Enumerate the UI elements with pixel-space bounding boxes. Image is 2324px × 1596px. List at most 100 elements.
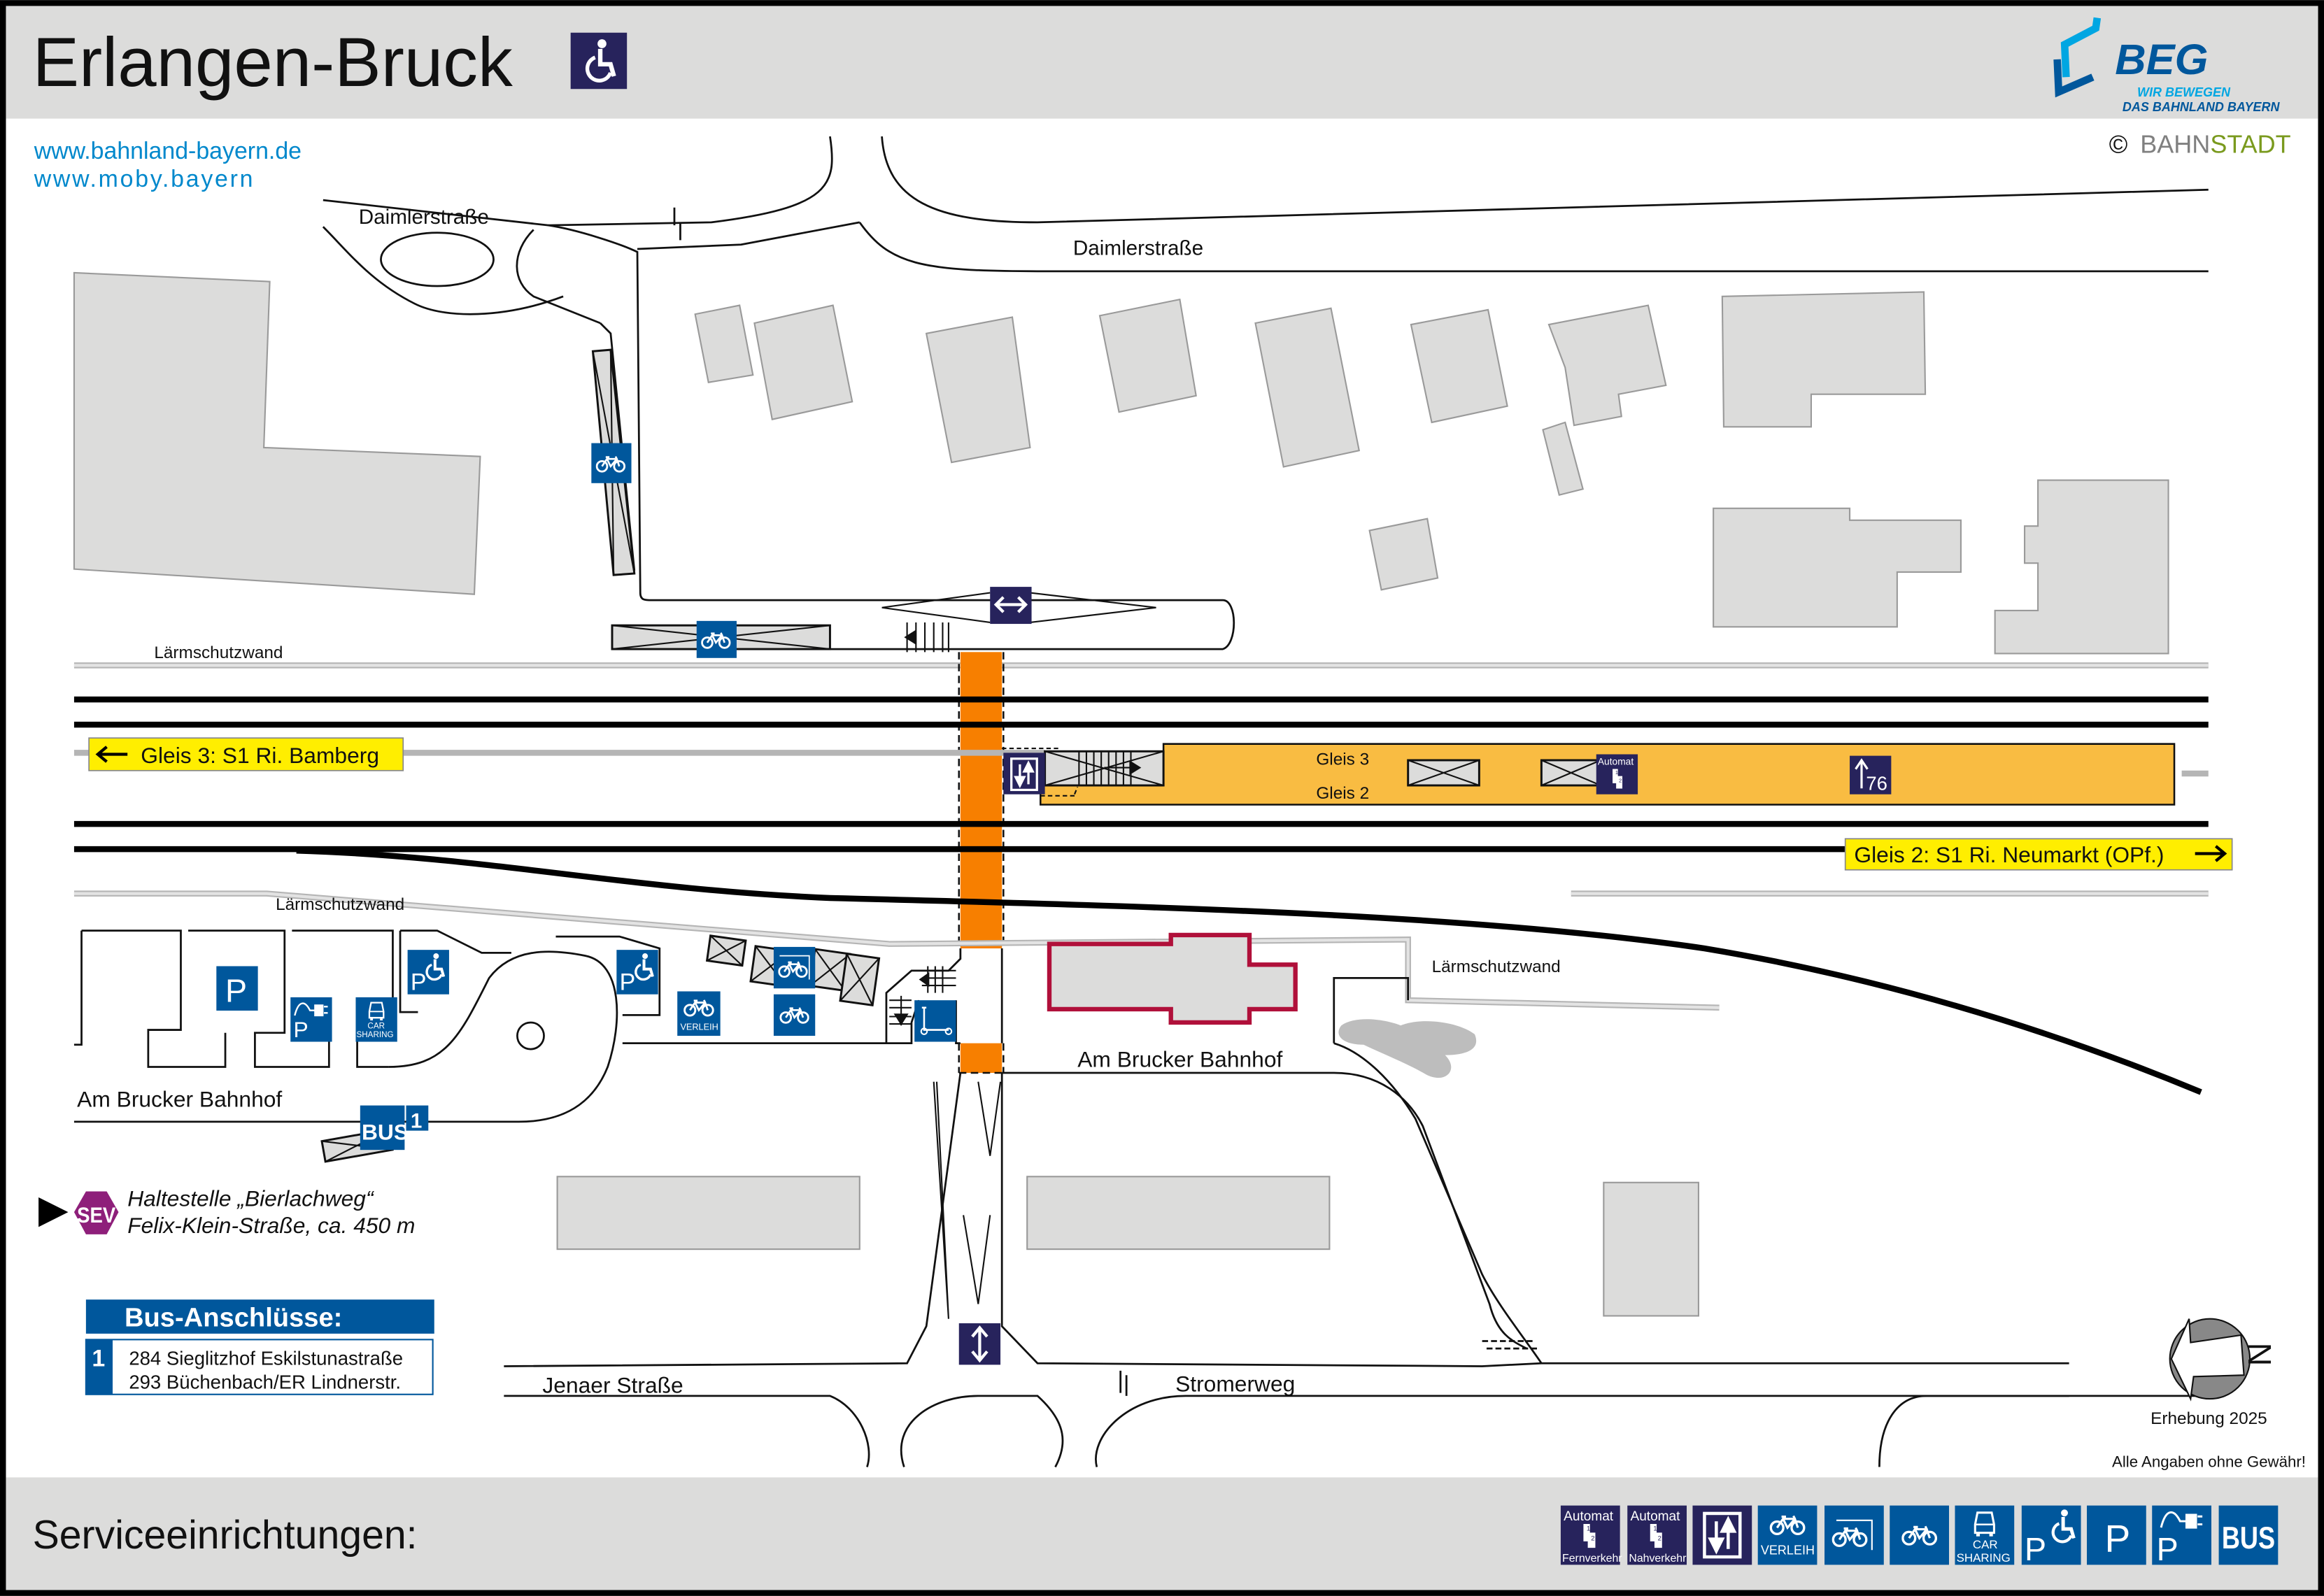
car-sharing-icon: CAR SHARING xyxy=(355,997,397,1042)
legend-automat-label: Automat xyxy=(1564,1509,1614,1524)
car-label: CAR xyxy=(367,1021,385,1030)
roads-north xyxy=(322,136,2209,650)
bus-icon: BUS xyxy=(2218,1505,2279,1565)
buildings xyxy=(73,271,2169,1317)
street-label-jenaer-strasse: Jenaer Straße xyxy=(542,1373,683,1398)
legend-ev-parking-label: P xyxy=(2157,1531,2178,1567)
bike-parking-icon xyxy=(1890,1505,1949,1565)
bus-connections-panel: Bus-Anschlüsse: 1 284 Sieglitzhof Eskils… xyxy=(85,1299,434,1395)
bahnstadt-copyright: © BAHNSTADT xyxy=(2109,129,2291,158)
direction-label-gleis-3: Gleis 3: S1 Ri. Bamberg xyxy=(88,737,404,771)
roads-south xyxy=(73,929,2209,1468)
noise-wall-label-south-east: Lärmschutzwand xyxy=(1432,957,1561,976)
e-scooter-icon xyxy=(914,1000,956,1042)
street-label-am-brucker-bahnhof: Am Brucker Bahnhof xyxy=(1077,1047,1282,1072)
bus-stop-number-panel: 1 xyxy=(92,1345,105,1371)
bike-parking-covered-icon xyxy=(591,443,632,483)
bus-line: 284 Sieglitzhof Eskilstunastraße xyxy=(129,1347,403,1369)
bike-rental-icon: VERLEIH xyxy=(677,991,721,1036)
station-building xyxy=(1047,932,1298,1025)
platform-label-gleis-3: Gleis 3 xyxy=(1316,750,1369,769)
ev-charging-parking-icon: P xyxy=(290,997,332,1042)
elevator-icon xyxy=(1692,1505,1752,1565)
accessible-parking-icon: P xyxy=(2021,1505,2081,1567)
trees xyxy=(1338,1019,1477,1078)
platform-shelter xyxy=(1407,759,1480,787)
platform: Gleis 3 Gleis 2 Automat 76 xyxy=(1002,743,2176,806)
bus-stop-icon: BUS 1 xyxy=(360,1105,429,1150)
bus-connections-title: Bus-Anschlüsse: xyxy=(125,1302,342,1332)
beg-slogan-2: DAS BAHNLAND BAYERN xyxy=(2123,100,2281,114)
ticket-machine-label: Automat xyxy=(1598,756,1634,767)
platform-section-number: 76 xyxy=(1866,772,1887,794)
bus-line: 293 Büchenbach/ER Lindnerstr. xyxy=(129,1371,401,1392)
street-label-am-brucker-bahnhof-west: Am Brucker Bahnhof xyxy=(77,1087,282,1112)
ev-charging-parking-icon: P xyxy=(2152,1505,2211,1567)
direction-label-gleis-2: Gleis 2: S1 Ri. Neumarkt (OPf.) xyxy=(1844,838,2233,871)
noise-wall-label-south-west: Lärmschutzwand xyxy=(276,895,404,914)
sev-line-1: Haltestelle „Bierlachweg“ xyxy=(127,1186,374,1211)
wheelchair-icon xyxy=(570,32,628,90)
sev-badge: SEV xyxy=(73,1191,119,1234)
platform-shelter xyxy=(1540,759,1602,787)
accessible-parking-label: P xyxy=(620,969,636,995)
sharing-label: SHARING xyxy=(357,1030,394,1039)
link-moby-bayern[interactable]: www.moby.bayern xyxy=(34,166,255,192)
service-facilities-title: Serviceeinrichtungen: xyxy=(33,1513,418,1558)
legend-verleih-label: VERLEIH xyxy=(1761,1544,1815,1558)
header-band xyxy=(6,6,2318,119)
station-title: Erlangen-Bruck xyxy=(33,24,513,101)
bike-rental-icon: VERLEIH xyxy=(1757,1505,1818,1565)
ticket-machine-long-distance-icon: Automat Fernverkehr xyxy=(1560,1505,1622,1565)
north-arrow-icon: N xyxy=(2169,1318,2278,1402)
stairs-south xyxy=(889,966,956,1026)
sev-notice: SEV Haltestelle „Bierlachweg“ Felix-Klei… xyxy=(38,1186,416,1238)
street-label-daimlerstrasse-west: Daimlerstraße xyxy=(359,206,489,229)
copyright-symbol: © xyxy=(2109,129,2128,158)
bike-rental-label: VERLEIH xyxy=(680,1022,718,1032)
legend-parking-label: P xyxy=(2104,1516,2130,1560)
bus-stop-label: BUS xyxy=(362,1119,409,1144)
ticket-machine-regional-icon: Automat Nahverkehr xyxy=(1627,1505,1687,1565)
elevator-icon-south xyxy=(958,1323,1001,1365)
disclaimer: Alle Angaben ohne Gewähr! xyxy=(2112,1453,2306,1471)
parking-icon: P xyxy=(2087,1505,2146,1565)
bike-parking-icon-north xyxy=(696,620,737,658)
gleis-2-direction-text: Gleis 2: S1 Ri. Neumarkt (OPf.) xyxy=(1854,842,2164,867)
legend-car-label: CAR xyxy=(1973,1538,1998,1551)
beg-slogan-1: WIR BEWEGEN xyxy=(2137,85,2231,99)
bike-parking-covered-icon-south xyxy=(773,946,816,989)
platform-label-gleis-2: Gleis 2 xyxy=(1316,784,1369,803)
beg-logo: BEG WIR BEWEGEN DAS BAHNLAND BAYERN xyxy=(2053,17,2281,114)
link-bahnland-bayern[interactable]: www.bahnland-bayern.de xyxy=(34,138,302,164)
noise-wall-label-north: Lärmschutzwand xyxy=(154,643,283,662)
parking-icon: P xyxy=(216,966,258,1011)
legend-automat-label: Automat xyxy=(1630,1509,1680,1524)
stairs-north xyxy=(881,592,1156,653)
car-sharing-icon: CAR SHARING xyxy=(1955,1505,2015,1565)
survey-year: Erhebung 2025 xyxy=(2151,1409,2267,1428)
platform-section-sign: 76 xyxy=(1850,755,1892,795)
sev-badge-text: SEV xyxy=(77,1202,115,1227)
legend-nahverkehr-label: Nahverkehr xyxy=(1629,1553,1687,1565)
elevator-icon-platform xyxy=(1003,753,1045,795)
service-legend: Automat Fernverkehr Automat Nahverkehr V… xyxy=(1560,1505,2279,1567)
bus-stop-number: 1 xyxy=(411,1109,423,1132)
parking-label: P xyxy=(225,972,247,1009)
street-label-daimlerstrasse: Daimlerstraße xyxy=(1073,237,1203,260)
sev-line-2: Felix-Klein-Straße, ca. 450 m xyxy=(127,1213,415,1238)
legend-accessible-parking-label: P xyxy=(2025,1531,2046,1567)
bike-parking-covered-icon xyxy=(1825,1505,1884,1565)
accessible-parking-icon: P xyxy=(616,950,658,995)
accessible-parking-icon: P xyxy=(407,950,449,995)
ev-parking-label: P xyxy=(293,1017,308,1042)
bahnstadt-brand: BAHNSTADT xyxy=(2140,129,2290,158)
bike-parking-icon-south xyxy=(773,994,816,1036)
street-label-stromerweg: Stromerweg xyxy=(1175,1371,1295,1397)
arrow-right-icon xyxy=(38,1197,69,1227)
bidirectional-walkway-icon xyxy=(990,587,1032,625)
accessible-parking-label: P xyxy=(411,969,427,995)
legend-sharing-label: SHARING xyxy=(1957,1551,2011,1565)
ticket-machine-icon: Automat xyxy=(1596,754,1638,795)
